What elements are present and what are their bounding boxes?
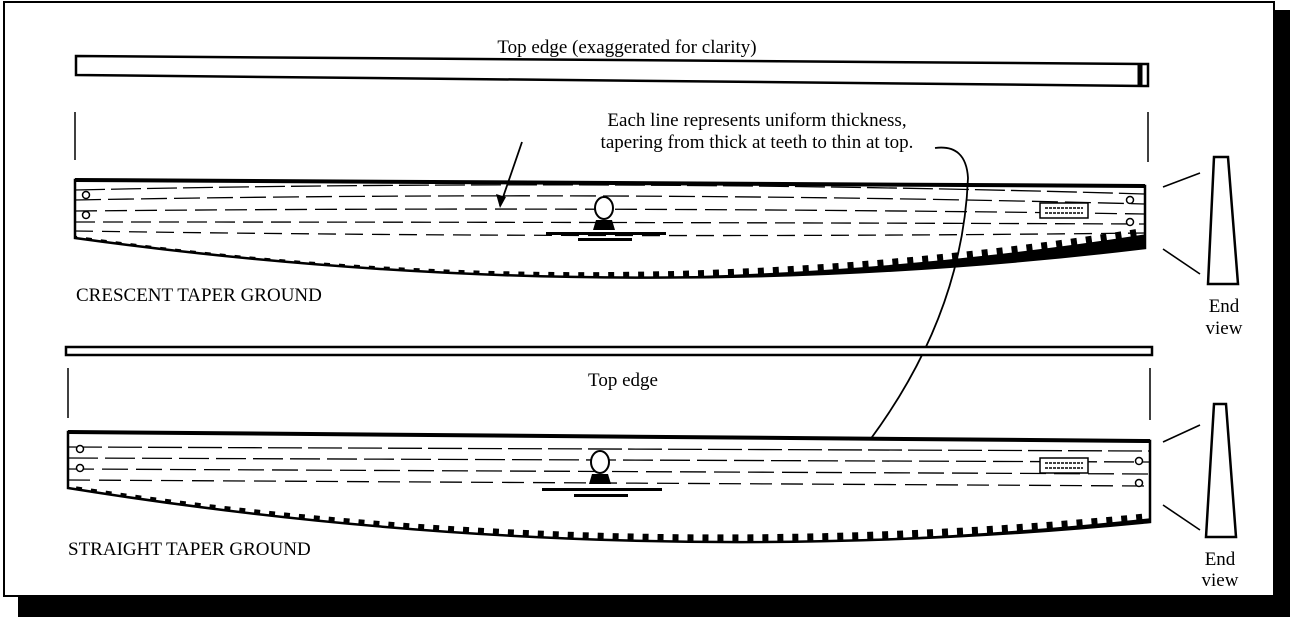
straight-end-view: End view [1162,402,1239,591]
crescent-saw-blade [73,178,1147,279]
crescent-panel: Top edge (exaggerated for clarity) Each … [73,37,1243,471]
annotation-arrow-straight [847,146,969,469]
annotation-line-1: Each line represents uniform thickness, [607,110,906,131]
straight-saw-blade [66,430,1152,544]
frame-shadow-side [1275,10,1290,617]
straight-emblem [542,450,662,497]
crescent-top-edge-caption: Top edge (exaggerated for clarity) [497,37,756,58]
straight-nameplate [1039,457,1089,474]
crescent-emblem [546,196,666,241]
frame-shadow [18,596,1290,617]
crescent-end-view-label-1: End [1209,296,1240,317]
annotation-arrow-crescent [499,141,523,207]
straight-top-edge-strip [64,345,1154,357]
crescent-nameplate [1039,202,1089,219]
annotation-line-2: tapering from thick at teeth to thin at … [601,132,914,153]
straight-end-view-label-1: End [1205,549,1236,570]
crescent-end-view: End view [1162,155,1243,339]
crescent-end-view-label-2: view [1206,318,1243,339]
straight-saw-label: STRAIGHT TAPER GROUND [68,539,311,560]
crescent-top-edge-strip [74,54,1150,88]
straight-end-view-label-2: view [1202,570,1239,591]
straight-top-edge-caption: Top edge [588,370,658,391]
crescent-saw-label: CRESCENT TAPER GROUND [76,285,322,306]
straight-panel: Top edge [64,345,1239,591]
